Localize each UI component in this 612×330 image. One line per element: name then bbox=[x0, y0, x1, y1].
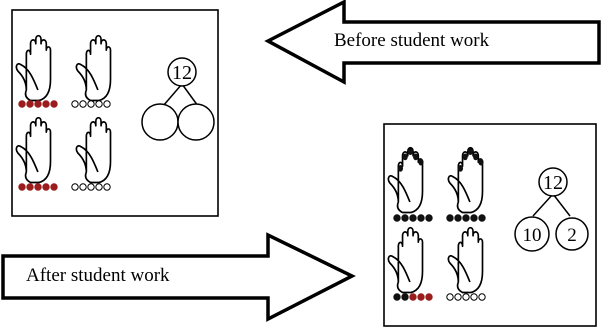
fingertip-mark bbox=[462, 153, 468, 161]
before-dot-row-top bbox=[18, 100, 111, 108]
after-panel: 12 10 2 bbox=[383, 123, 597, 327]
counter-dot-icon bbox=[462, 293, 470, 301]
counter-dot-icon bbox=[478, 214, 486, 222]
counter-dot-icon bbox=[50, 100, 58, 108]
counter-dot-icon bbox=[425, 214, 433, 222]
counter-dot-icon bbox=[425, 293, 433, 301]
counter-dot-icon bbox=[393, 214, 401, 222]
bond-part-left-value: 10 bbox=[523, 225, 542, 246]
counter-dot-icon bbox=[478, 293, 486, 301]
counter-dot-icon bbox=[34, 183, 42, 191]
caption-before: Before student work bbox=[334, 30, 490, 51]
after-number-bond: 12 10 2 bbox=[514, 167, 589, 252]
bond-part-right-circle bbox=[177, 103, 215, 141]
counter-dot-icon bbox=[401, 214, 409, 222]
counter-dot-icon bbox=[26, 100, 34, 108]
counter-dot-icon bbox=[26, 183, 34, 191]
counter-dot-icon bbox=[470, 214, 478, 222]
fingertip-mark bbox=[457, 165, 464, 172]
bond-part-left-circle bbox=[141, 103, 179, 141]
bond-part-right-value: 2 bbox=[567, 225, 577, 246]
counter-dot-icon bbox=[393, 293, 401, 301]
bond-whole-circle bbox=[538, 167, 568, 197]
counter-dot-icon bbox=[18, 183, 26, 191]
counter-dot-icon bbox=[401, 293, 409, 301]
fingertip-mark bbox=[402, 153, 408, 161]
counter-dot-icon bbox=[87, 183, 95, 191]
counter-dot-icon bbox=[454, 293, 462, 301]
counter-dot-icon bbox=[103, 183, 111, 191]
after-dot-row-top bbox=[393, 214, 486, 222]
counter-dot-icon bbox=[454, 214, 462, 222]
counter-dot-icon bbox=[50, 183, 58, 191]
arrow-right-icon bbox=[1, 232, 356, 322]
after-hand-top-right bbox=[447, 146, 484, 214]
counter-dot-icon bbox=[103, 100, 111, 108]
counter-dot-icon bbox=[462, 214, 470, 222]
bond-whole-value: 12 bbox=[543, 172, 563, 194]
counter-dot-icon bbox=[71, 183, 79, 191]
fingertip-mark bbox=[418, 158, 424, 166]
fingertip-mark bbox=[407, 148, 414, 156]
fingertip-mark bbox=[467, 148, 474, 156]
counter-dot-icon bbox=[79, 183, 87, 191]
counter-dot-icon bbox=[446, 214, 454, 222]
fingertip-mark bbox=[397, 165, 404, 172]
counter-dot-icon bbox=[34, 100, 42, 108]
before-number-bond: 12 bbox=[141, 57, 215, 141]
caption-after: After student work bbox=[26, 265, 170, 286]
after-hand-top-left bbox=[387, 146, 424, 214]
counter-dot-icon bbox=[417, 214, 425, 222]
counter-dot-icon bbox=[79, 100, 87, 108]
counter-dot-icon bbox=[409, 293, 417, 301]
arrow-left-icon bbox=[264, 0, 601, 85]
counter-dot-icon bbox=[95, 183, 103, 191]
counter-dot-icon bbox=[409, 214, 417, 222]
counter-dot-icon bbox=[42, 100, 50, 108]
before-panel: 12 bbox=[11, 9, 219, 217]
before-dot-row-bottom bbox=[18, 183, 111, 191]
counter-dot-icon bbox=[87, 100, 95, 108]
fingertip-mark bbox=[478, 158, 484, 166]
bond-whole-value: 12 bbox=[172, 62, 192, 84]
counter-dot-icon bbox=[18, 100, 26, 108]
counter-dot-icon bbox=[470, 293, 478, 301]
counter-dot-icon bbox=[95, 100, 103, 108]
counter-dot-icon bbox=[71, 100, 79, 108]
counter-dot-icon bbox=[42, 183, 50, 191]
bond-part-left-circle bbox=[514, 216, 550, 252]
bond-part-right-circle bbox=[555, 217, 589, 251]
counter-dot-icon bbox=[417, 293, 425, 301]
counter-dot-icon bbox=[446, 293, 454, 301]
fingertip-mark bbox=[413, 153, 419, 161]
bond-whole-circle bbox=[167, 57, 197, 87]
after-dot-row-bottom bbox=[393, 293, 486, 301]
fingertip-mark bbox=[473, 153, 479, 161]
